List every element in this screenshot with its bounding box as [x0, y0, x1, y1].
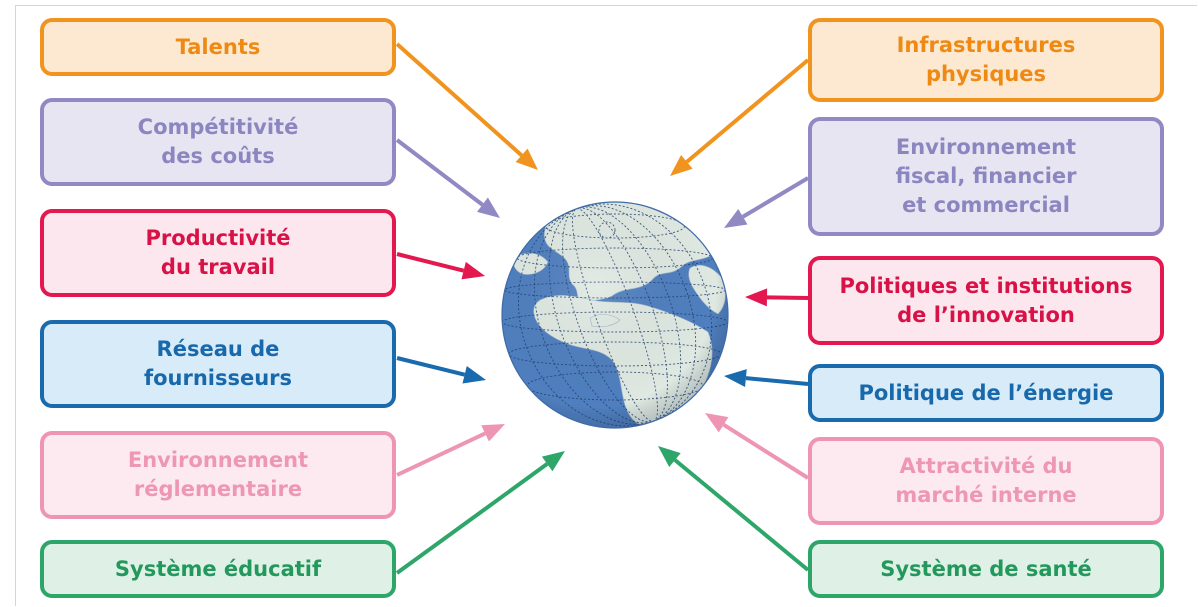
factor-box-talents: Talents [40, 18, 396, 76]
arrowhead-7 [724, 209, 748, 228]
factor-box-supplier-network: Réseau de fournisseurs [40, 320, 396, 408]
arrow-1 [395, 138, 484, 207]
arrow-10 [722, 423, 810, 480]
factor-box-domestic-market-attractiveness: Attractivité du marché interne [808, 437, 1164, 525]
factor-box-regulatory-environment: Environnement réglementaire [40, 431, 396, 519]
arrow-6 [685, 58, 810, 164]
arrow-7 [741, 176, 810, 219]
arrowhead-6 [670, 154, 693, 176]
factor-box-labor-productivity: Productivité du travail [40, 209, 396, 297]
diagram-frame [15, 5, 1197, 606]
arrow-11 [673, 458, 810, 572]
arrowhead-2 [461, 261, 485, 280]
factor-box-fiscal-financial-environment: Environnement fiscal, financier et comme… [808, 117, 1164, 236]
arrow-4 [396, 431, 486, 477]
factor-box-energy-policy: Politique de l’énergie [808, 364, 1164, 422]
arrowhead-8 [745, 288, 768, 307]
factor-box-physical-infrastructure: Infrastructures physiques [808, 18, 1164, 102]
arrow-3 [396, 356, 466, 377]
arrow-8 [766, 295, 809, 300]
arrowhead-5 [541, 451, 565, 472]
arrowhead-9 [724, 369, 747, 388]
factor-box-education-system: Système éducatif [40, 540, 396, 598]
factor-box-health-system: Système de santé [808, 540, 1164, 598]
arrow-9 [745, 376, 809, 386]
arrowhead-11 [658, 446, 681, 467]
arrowhead-3 [462, 365, 486, 384]
arrowhead-0 [515, 148, 538, 170]
arrowhead-10 [705, 413, 729, 433]
arrow-5 [395, 462, 549, 575]
arrowhead-1 [477, 197, 500, 218]
factor-box-innovation-policy: Politiques et institutions de l’innovati… [808, 256, 1164, 345]
arrow-2 [396, 252, 465, 273]
arrow-0 [395, 42, 523, 157]
arrowhead-4 [481, 424, 505, 442]
factor-box-cost-competitiveness: Compétitivité des coûts [40, 98, 396, 186]
